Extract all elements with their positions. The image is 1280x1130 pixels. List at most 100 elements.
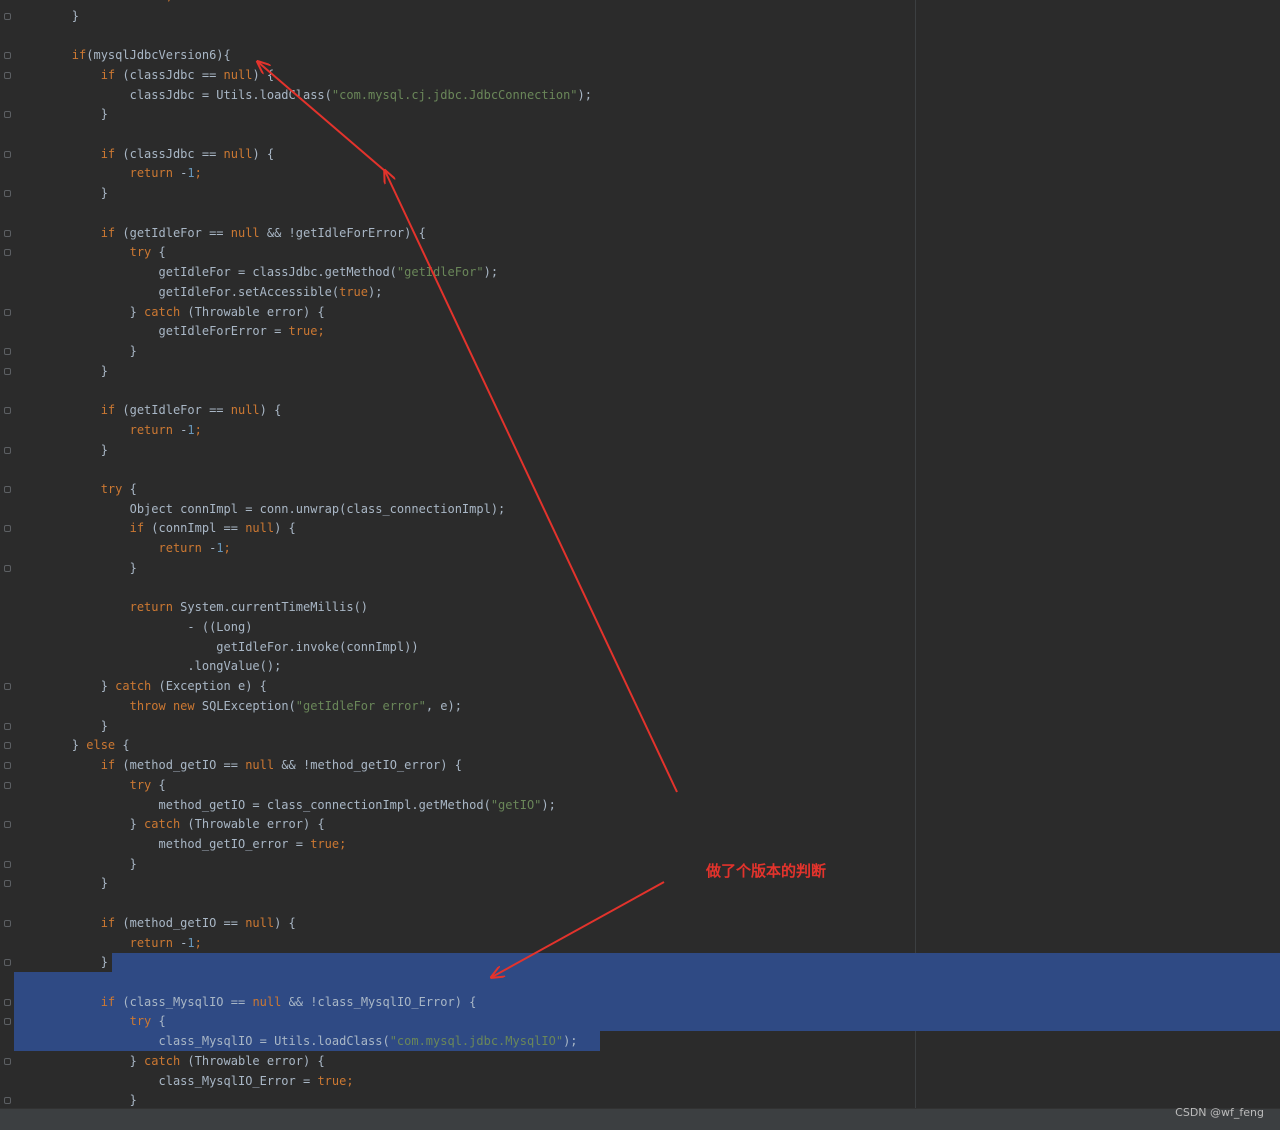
code-token: - ((Long) [14,620,253,635]
fold-marker-icon[interactable] [4,12,11,20]
fold-marker-icon[interactable] [4,52,11,60]
fold-marker-icon[interactable] [4,407,11,415]
code-line[interactable]: method_getIO = class_connectionImpl.getM… [14,796,555,816]
code-line[interactable]: } [14,362,108,382]
code-token: catch [115,679,152,694]
fold-marker-icon[interactable] [4,781,11,789]
code-token [14,916,101,930]
code-line[interactable]: try { [14,480,137,500]
code-line[interactable]: if(mysqlJdbcVersion6){ [14,46,231,66]
fold-marker-icon[interactable] [4,71,11,79]
code-line[interactable]: try { [14,776,166,796]
code-token [14,482,101,496]
fold-marker-icon[interactable] [4,683,11,691]
code-token: try [100,482,123,496]
code-line[interactable]: } catch (Exception e) { [14,677,267,697]
fold-marker-icon[interactable] [4,150,11,158]
fold-marker-icon[interactable] [4,229,11,237]
fold-marker-icon[interactable] [4,347,11,355]
code-line[interactable]: Object connImpl = conn.unwrap(class_conn… [14,500,506,520]
code-token: null [230,225,260,240]
code-line[interactable]: } catch (Throwable error) { [14,303,325,323]
code-line[interactable]: getIdleForError = true; [14,322,324,342]
code-line[interactable]: } [14,855,137,875]
fold-marker-icon[interactable] [4,742,11,750]
code-line[interactable]: } catch (Throwable error) { [14,815,325,835]
fold-marker-icon[interactable] [4,446,11,454]
code-token: catch [144,1053,181,1068]
code-line[interactable]: if (method_getIO == null) { [14,914,296,934]
code-token [14,403,101,417]
code-token: classJdbc = Utils.loadClass( [14,87,332,102]
code-token: && !class_MysqlIO_Error) { [281,994,477,1009]
code-line[interactable]: if (classJdbc == null) { [14,145,274,165]
code-token: return [129,422,173,437]
fold-marker-icon[interactable] [4,860,11,868]
code-line[interactable]: return System.currentTimeMillis() [14,598,368,618]
code-line[interactable]: try { [14,243,166,263]
fold-marker-icon[interactable] [4,722,11,730]
fold-marker-icon[interactable] [4,919,11,927]
code-token: - [172,422,188,437]
code-line[interactable]: } [14,7,79,27]
code-token: 1 [159,0,166,3]
fold-marker-icon[interactable] [4,249,11,257]
code-line[interactable]: } [14,559,137,579]
code-line[interactable]: } [14,874,108,894]
code-line[interactable]: getIdleFor.invoke(connImpl)) [14,638,418,658]
code-line[interactable]: } [14,441,108,461]
code-token: Object connImpl = conn.unwrap(class_conn… [14,501,506,516]
code-line[interactable]: } [14,184,108,204]
fold-marker-icon[interactable] [4,564,11,572]
code-token: } [14,343,137,358]
code-line[interactable]: getIdleFor = classJdbc.getMethod("getIdl… [14,263,498,283]
code-line[interactable]: .longValue(); [14,657,281,677]
code-line[interactable]: if (class_MysqlIO == null && !class_Mysq… [14,993,477,1013]
fold-marker-icon[interactable] [4,762,11,770]
code-token: catch [144,817,181,832]
code-line[interactable]: throw new SQLException("getIdleFor error… [14,697,462,717]
code-token: getIdleForError = [14,324,289,339]
code-line[interactable]: } [14,105,108,125]
code-line[interactable]: } catch (Throwable error) { [14,1052,325,1072]
fold-marker-icon[interactable] [4,525,11,533]
code-line[interactable]: getIdleFor.setAccessible(true); [14,283,382,303]
fold-marker-icon[interactable] [4,486,11,493]
code-line[interactable]: class_MysqlIO = Utils.loadClass("com.mys… [14,1032,577,1052]
fold-marker-icon[interactable] [4,111,11,119]
fold-marker-icon[interactable] [4,959,11,967]
code-line[interactable]: return -1; [14,421,202,441]
code-token: null [245,915,275,930]
code-line[interactable]: try { [14,1012,166,1032]
code-line[interactable]: if (getIdleFor == null && !getIdleForErr… [14,224,426,244]
code-line[interactable]: } [14,342,137,362]
fold-marker-icon[interactable] [4,1018,11,1026]
code-line[interactable]: } else { [14,736,130,756]
code-token: true [317,1073,347,1088]
code-line[interactable]: return -1; [14,539,231,559]
fold-marker-icon[interactable] [4,367,11,375]
code-line[interactable]: if (classJdbc == null) { [14,66,274,86]
code-line[interactable]: } [14,717,108,737]
code-token: } [14,560,137,575]
code-line[interactable]: } [14,953,108,973]
fold-marker-icon[interactable] [4,308,11,316]
code-line[interactable]: if (method_getIO == null && !method_getI… [14,756,462,776]
code-line[interactable]: return -1; [14,934,202,954]
fold-marker-icon[interactable] [4,821,11,829]
fold-marker-icon[interactable] [4,880,11,888]
fold-marker-icon[interactable] [4,1057,11,1065]
code-line[interactable]: classJdbc = Utils.loadClass("com.mysql.c… [14,86,592,106]
code-line[interactable]: - ((Long) [14,618,252,638]
code-line[interactable]: if (connImpl == null) { [14,519,296,539]
code-line[interactable]: } [14,1091,137,1111]
code-line[interactable]: class_MysqlIO_Error = true; [14,1072,353,1092]
code-line[interactable]: return -1; [14,0,173,7]
fold-marker-icon[interactable] [4,998,11,1006]
fold-marker-icon[interactable] [4,1097,11,1105]
code-line[interactable]: method_getIO_error = true; [14,835,346,855]
code-line[interactable]: if (getIdleFor == null) { [14,401,282,421]
code-line[interactable]: return -1; [14,164,202,184]
fold-marker-icon[interactable] [4,190,11,198]
